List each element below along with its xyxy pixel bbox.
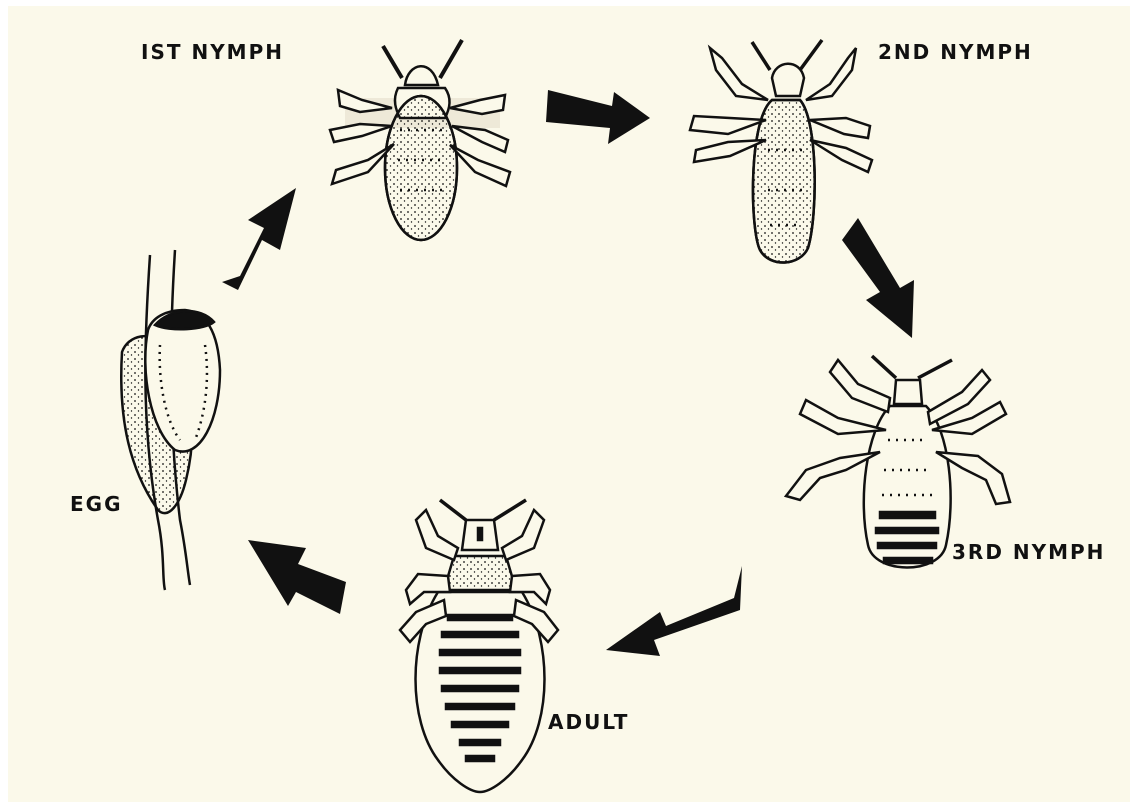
arrow-egg-to-first-nymph [222,188,296,290]
arrow-third-nymph-to-adult [606,566,742,656]
label-adult: ADULT [548,710,629,734]
third-nymph-illustration [786,356,1010,568]
first-nymph-illustration [330,40,510,240]
adult-illustration [400,500,558,792]
label-egg: EGG [70,492,123,516]
arrow-adult-to-egg [248,540,346,614]
egg-illustration [121,250,220,590]
second-nymph-illustration [690,40,872,263]
arrow-second-to-third-nymph [842,218,914,338]
label-second-nymph: 2ND NYMPH [878,40,1033,64]
label-first-nymph: IST NYMPH [141,40,284,64]
arrow-first-to-second-nymph [546,90,650,144]
label-third-nymph: 3RD NYMPH [952,540,1105,564]
